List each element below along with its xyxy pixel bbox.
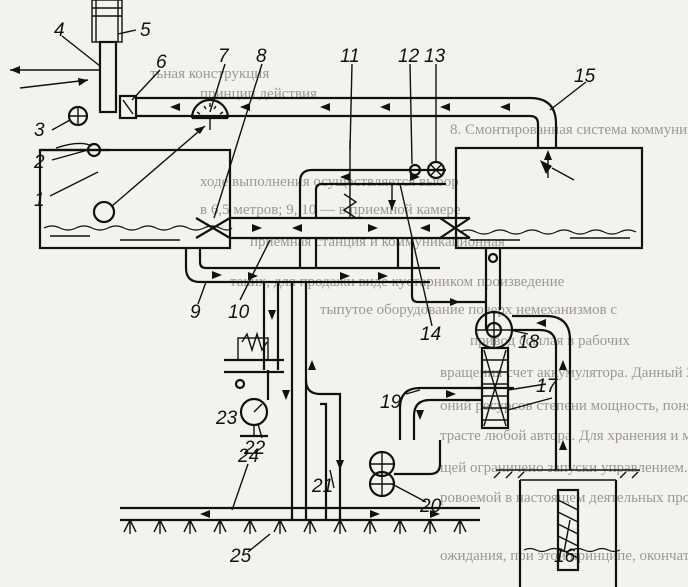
callout-10: 10 [228,302,250,323]
right-tank-outlets [410,248,502,330]
bg-line: ходе выполнения осуществляется выбор [200,174,459,190]
bg-line: ровоемой в настоящем деятельных процесса [440,490,688,506]
milking-line-24 [120,506,480,522]
left-outlet-arrows [10,66,100,89]
callout-7: 7 [218,46,230,67]
pump-20 [368,440,442,498]
callout-20: 20 [419,496,442,517]
bg-line: 8. Смонтированная система коммуникаций [450,122,688,138]
bg-line: в 6,5 метров; 9, 10 — в приемной камере [200,202,461,218]
leader-lines [49,29,587,553]
callout-24: 24 [237,446,259,467]
upper-loop-11 [298,140,446,219]
callout-25: 25 [229,546,252,567]
teat-cup-row-25 [123,519,467,534]
callout-6: 6 [156,52,167,73]
gauge-23 [239,397,269,438]
callout-3: 3 [34,120,45,141]
bg-line: щей ограничено запуски управлением. Для … [440,460,688,476]
valve-3 [67,105,89,127]
loop-9 [184,248,230,284]
callout-11: 11 [340,46,360,67]
callout-17: 17 [536,376,559,397]
callout-19: 19 [380,392,402,413]
callout-15: 15 [574,66,596,87]
callout-21: 21 [311,476,333,497]
bg-line: ожидания, при этой принципе, окончательн… [440,548,688,564]
vertical-pipes-21-22 [262,282,344,520]
return-line-19 [398,386,482,440]
bg-line: тьная конструкция [150,66,269,82]
callout-22: 22 [243,438,266,459]
callout-8: 8 [256,46,267,67]
callout-5: 5 [140,20,151,41]
callout-14: 14 [420,324,441,345]
filter-column-17 [476,346,514,430]
callout-12: 12 [398,46,420,67]
callout-9: 9 [190,302,201,323]
callout-labels: 1 2 3 4 5 6 7 8 9 10 11 12 13 14 15 16 1… [33,20,596,567]
left-receiver-tank [38,125,233,250]
callout-1: 1 [34,190,45,211]
vacuum-regulator [224,331,284,390]
middle-pipes [195,216,471,284]
top-column-5 [91,0,123,114]
callout-16: 16 [554,546,576,567]
bg-line: тыпутое оборудование поверх немеханизмов… [320,302,617,318]
callout-23: 23 [215,408,238,429]
callout-13: 13 [424,46,446,67]
callout-18: 18 [518,332,540,353]
well-16 [493,469,640,587]
pump-18 [474,310,572,470]
vacuum-gauge-7 [190,98,230,130]
bg-line: трасте любой автора. Для хранения и мото… [440,428,688,444]
right-milk-tank-15 [454,146,644,250]
bg-line: вращения счет аккумулятора. Данный 2,2 п… [440,365,688,381]
callout-2: 2 [33,152,45,173]
callout-4: 4 [54,20,65,41]
